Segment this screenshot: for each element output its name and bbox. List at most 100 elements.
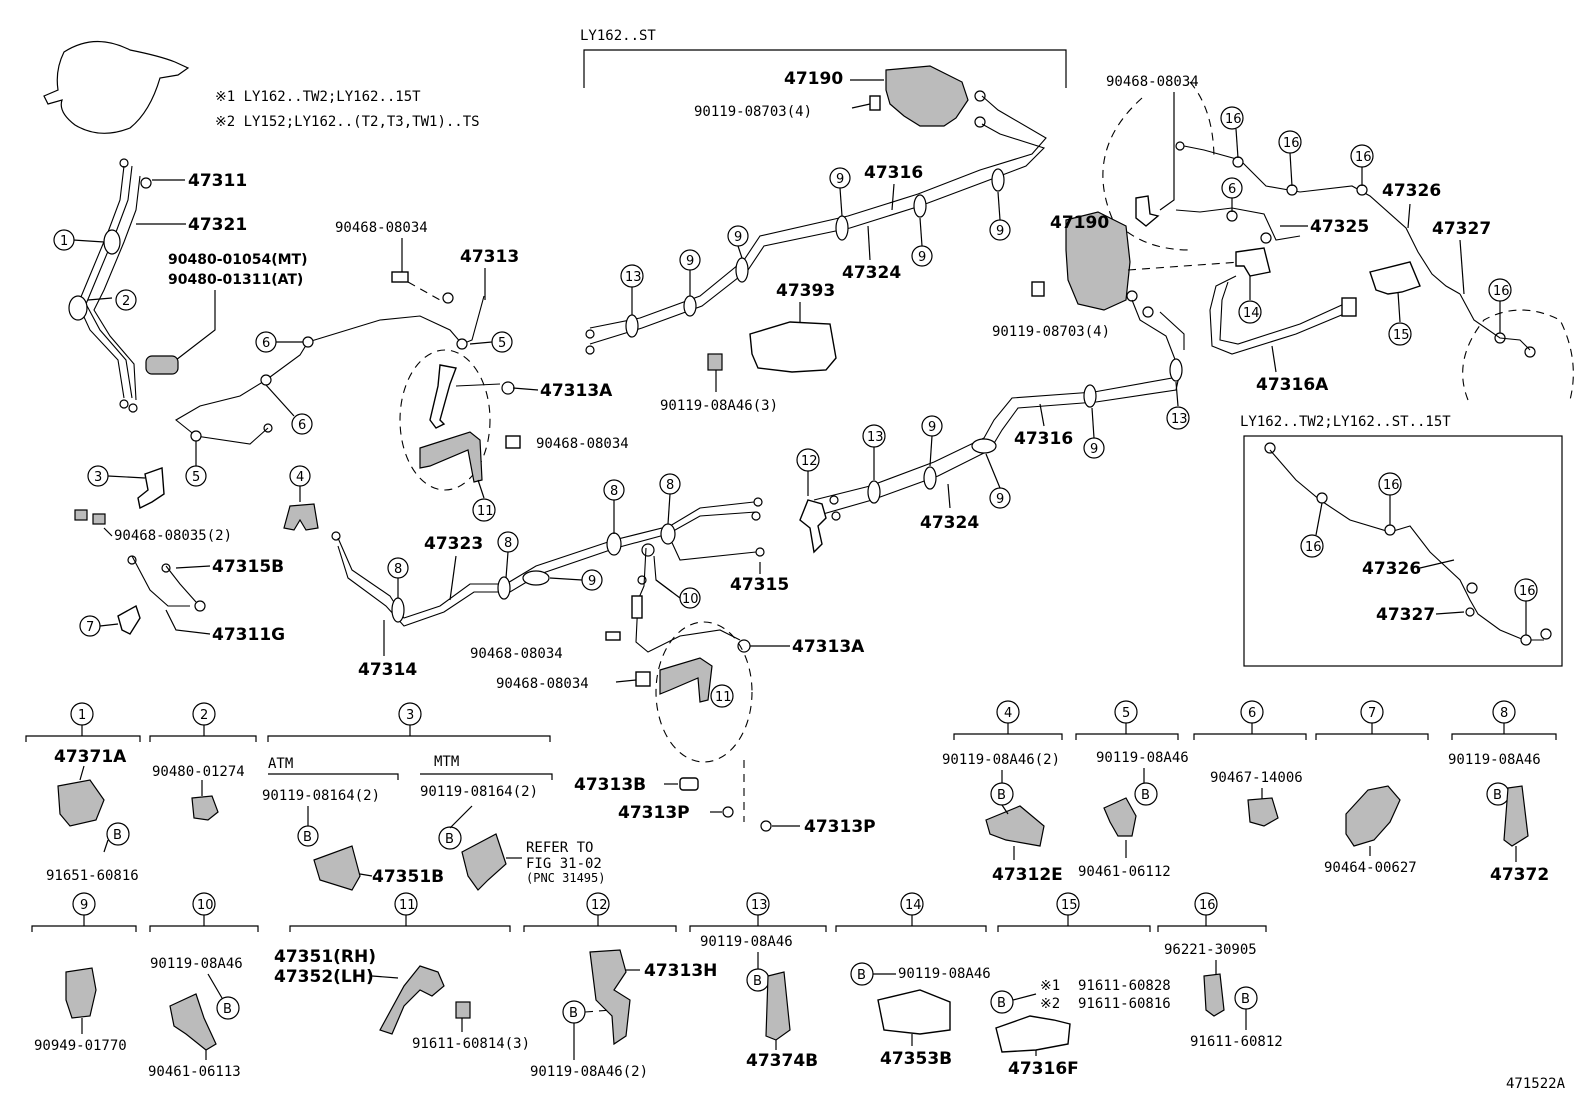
inset-part-47326[interactable]: 47326: [1362, 559, 1421, 579]
inset-part-47327[interactable]: 47327: [1376, 605, 1435, 625]
part-47190-b[interactable]: 47190: [1050, 213, 1109, 233]
callout-15[interactable]: 15: [1388, 322, 1412, 346]
part-47313A-b[interactable]: 47313A: [792, 637, 865, 657]
callout-8b[interactable]: 8: [497, 531, 519, 553]
legend-7-part[interactable]: 90464-00627: [1324, 860, 1417, 876]
legend-10-part[interactable]: 90461-06113: [148, 1064, 241, 1080]
callout-10[interactable]: 10: [679, 587, 701, 609]
callout-9e[interactable]: 9: [727, 225, 749, 247]
part-47316-b[interactable]: 47316: [1014, 429, 1073, 449]
callout-9d[interactable]: 9: [911, 245, 933, 267]
legend-num-4[interactable]: 4: [996, 700, 1020, 724]
legend-num-9[interactable]: 9: [72, 892, 96, 916]
legend-16-part[interactable]: 96221-30905: [1164, 942, 1257, 958]
callout-16a[interactable]: 16: [1220, 106, 1244, 130]
part-47315[interactable]: 47315: [730, 575, 789, 595]
callout-16b[interactable]: 16: [1278, 130, 1302, 154]
legend-3-bolt-atm[interactable]: 90119-08164(2): [262, 788, 380, 804]
part-90468-08034-e[interactable]: 90468-08034: [1106, 74, 1199, 90]
part-90468-08035[interactable]: 90468-08035(2): [114, 528, 232, 544]
legend-11-rh[interactable]: 47351(RH): [274, 947, 376, 967]
legend-10-bolt[interactable]: 90119-08A46: [150, 956, 243, 972]
legend-5-bolt[interactable]: 90119-08A46: [1096, 750, 1189, 766]
legend-1-bolt[interactable]: 91651-60816: [46, 868, 139, 884]
part-47324-a[interactable]: 47324: [842, 263, 901, 283]
part-47327[interactable]: 47327: [1432, 219, 1491, 239]
legend-num-12[interactable]: 12: [586, 892, 610, 916]
inset-callout-16c[interactable]: 16: [1514, 578, 1538, 602]
inset-callout-16a[interactable]: 16: [1300, 534, 1324, 558]
callout-8c[interactable]: 8: [603, 479, 625, 501]
legend-num-11[interactable]: 11: [394, 892, 418, 916]
part-90468-08034-a[interactable]: 90468-08034: [335, 220, 428, 236]
callout-13c[interactable]: 13: [1166, 406, 1190, 430]
callout-13b[interactable]: 13: [862, 424, 886, 448]
part-47313B[interactable]: 47313B: [574, 775, 646, 795]
legend-num-8[interactable]: 8: [1492, 700, 1516, 724]
legend-num-6[interactable]: 6: [1240, 700, 1264, 724]
legend-num-13[interactable]: 13: [746, 892, 770, 916]
legend-8-part[interactable]: 47372: [1490, 865, 1549, 885]
part-47316-a[interactable]: 47316: [864, 163, 923, 183]
legend-2-part[interactable]: 90480-01274: [152, 764, 245, 780]
callout-9a[interactable]: 9: [581, 569, 603, 591]
callout-9b[interactable]: 9: [829, 167, 851, 189]
part-90119-08A46-3[interactable]: 90119-08A46(3): [660, 398, 778, 414]
legend-5-part[interactable]: 90461-06112: [1078, 864, 1171, 880]
callout-9f[interactable]: 9: [679, 249, 701, 271]
legend-4-part[interactable]: 47312E: [992, 865, 1063, 885]
legend-num-1[interactable]: 1: [70, 702, 94, 726]
callout-11b[interactable]: 11: [710, 684, 734, 708]
part-47190-a[interactable]: 47190: [784, 69, 843, 89]
part-47311[interactable]: 47311: [188, 171, 247, 191]
legend-12-bolt[interactable]: 90119-08A46(2): [530, 1064, 648, 1080]
callout-8d[interactable]: 8: [659, 473, 681, 495]
callout-2[interactable]: 2: [115, 289, 137, 311]
part-47326[interactable]: 47326: [1382, 181, 1441, 201]
legend-15-bolt1[interactable]: 91611-60828: [1078, 978, 1171, 994]
part-47314[interactable]: 47314: [358, 660, 417, 680]
callout-6a[interactable]: 6: [255, 331, 277, 353]
legend-num-7[interactable]: 7: [1360, 700, 1384, 724]
part-47316A[interactable]: 47316A: [1256, 375, 1329, 395]
legend-3-bolt-mtm[interactable]: 90119-08164(2): [420, 784, 538, 800]
legend-num-15[interactable]: 15: [1056, 892, 1080, 916]
part-47313P-b[interactable]: 47313P: [804, 817, 876, 837]
part-47311G[interactable]: 47311G: [212, 625, 285, 645]
callout-1[interactable]: 1: [53, 229, 75, 251]
legend-14-part[interactable]: 47353B: [880, 1049, 952, 1069]
legend-num-5[interactable]: 5: [1114, 700, 1138, 724]
part-47324-b[interactable]: 47324: [920, 513, 979, 533]
callout-5a[interactable]: 5: [491, 331, 513, 353]
inset-callout-16b[interactable]: 16: [1378, 472, 1402, 496]
legend-13-bolt[interactable]: 90119-08A46: [700, 934, 793, 950]
legend-1-part[interactable]: 47371A: [54, 747, 127, 767]
callout-7[interactable]: 7: [79, 615, 101, 637]
callout-16d[interactable]: 16: [1488, 278, 1512, 302]
part-90468-08034-d[interactable]: 90468-08034: [496, 676, 589, 692]
part-90480-01054[interactable]: 90480-01054(MT): [168, 252, 308, 268]
callout-9g[interactable]: 9: [921, 415, 943, 437]
legend-11-bolt[interactable]: 91611-60814(3): [412, 1036, 530, 1052]
legend-15-bolt2[interactable]: 91611-60816: [1078, 996, 1171, 1012]
callout-6c[interactable]: 6: [1221, 177, 1243, 199]
part-47321[interactable]: 47321: [188, 215, 247, 235]
part-47313P-a[interactable]: 47313P: [618, 803, 690, 823]
legend-9-part[interactable]: 90949-01770: [34, 1038, 127, 1054]
callout-4[interactable]: 4: [289, 465, 311, 487]
callout-16c[interactable]: 16: [1350, 144, 1374, 168]
legend-num-14[interactable]: 14: [900, 892, 924, 916]
callout-9h[interactable]: 9: [989, 487, 1011, 509]
legend-8-bolt[interactable]: 90119-08A46: [1448, 752, 1541, 768]
part-90119-08703-a[interactable]: 90119-08703(4): [694, 104, 812, 120]
legend-12-part[interactable]: 47313H: [644, 961, 717, 981]
part-47325[interactable]: 47325: [1310, 217, 1369, 237]
legend-num-16[interactable]: 16: [1194, 892, 1218, 916]
legend-14-bolt[interactable]: 90119-08A46: [898, 966, 991, 982]
part-90119-08703-b[interactable]: 90119-08703(4): [992, 324, 1110, 340]
legend-13-part[interactable]: 47374B: [746, 1051, 818, 1071]
part-47315B[interactable]: 47315B: [212, 557, 284, 577]
legend-num-3[interactable]: 3: [398, 702, 422, 726]
callout-5b[interactable]: 5: [185, 465, 207, 487]
callout-9c[interactable]: 9: [989, 219, 1011, 241]
